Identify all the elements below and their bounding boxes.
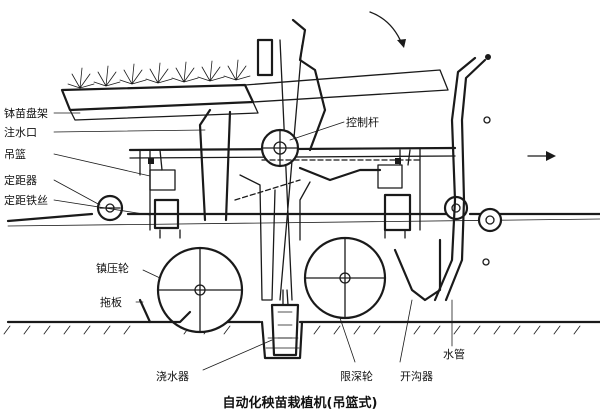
furrow-opener [393,238,442,302]
label-depth-limit-wheel: 限深轮 [340,369,373,383]
label-water-inlet: 注水口 [4,125,37,139]
label-drag-plate: 拖板 [100,295,122,309]
spacing-device [96,194,503,233]
water-pipe [433,54,491,302]
label-hanging-basket: 吊篮 [4,147,26,161]
seedling-tray-rack [60,69,449,121]
depth-limit-wheel [303,236,387,320]
rotation-arrow [369,11,406,48]
press-wheel [156,246,244,334]
leader-lines [53,112,453,371]
direction-arrow [527,151,556,161]
control-linkage [234,159,421,301]
seedlings [67,59,251,89]
label-seedling-tray-rack: 钵苗盘架 [4,106,48,120]
label-spacing-device: 定距器 [4,173,37,187]
label-furrow-opener: 开沟器 [400,370,433,383]
drag-plate [138,298,192,324]
label-control-lever: 控制杆 [346,115,379,129]
label-spacing-wire: 定距铁丝 [4,193,48,207]
watering-device [270,289,300,357]
crank-disc [260,128,300,168]
hanging-baskets [139,149,412,239]
label-press-wheel: 镇压轮 [96,261,129,275]
label-watering-device: 浇水器 [156,370,189,383]
figure-caption: 自动化秧苗栽植机(吊篮式) [223,395,378,411]
label-water-pipe: 水管 [443,347,465,361]
spacing-wire [6,212,600,227]
